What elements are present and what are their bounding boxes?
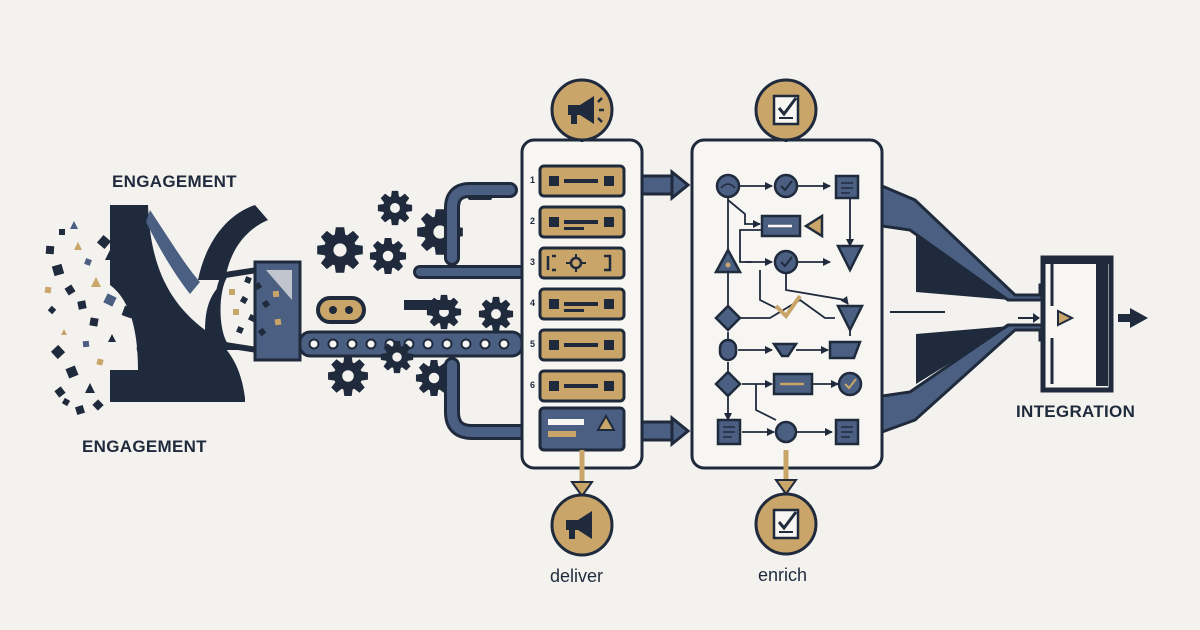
label-engagement-bottom: ENGAGEMENT: [82, 437, 207, 456]
integration-output: [1018, 255, 1148, 393]
stage-number: 6: [530, 380, 535, 390]
particle: [244, 276, 252, 284]
particle: [96, 234, 112, 250]
particle: [77, 300, 87, 310]
particle: [59, 229, 65, 235]
particle: [61, 397, 71, 407]
particle: [45, 245, 55, 255]
particle: [75, 405, 85, 415]
label-integration: INTEGRATION: [1016, 402, 1136, 421]
gear-icon: [407, 199, 473, 265]
particle: [50, 344, 66, 360]
stage-card: 4: [530, 287, 626, 321]
particle: [85, 383, 95, 393]
connector-pipes: [404, 182, 529, 440]
stage-number: 4: [530, 298, 535, 308]
particle: [47, 305, 57, 315]
tube-particles: [229, 276, 282, 337]
enrich-badge-top: [754, 78, 818, 142]
particle: [61, 329, 67, 335]
particle: [92, 399, 104, 411]
particle: [64, 284, 76, 296]
conveyor-roller: [422, 338, 434, 350]
particle: [236, 326, 244, 334]
conveyor-roller: [498, 338, 510, 350]
particle: [82, 340, 90, 348]
conveyor-roller: [327, 338, 339, 350]
stage-card: 1: [530, 164, 626, 198]
stage-number: 1: [530, 175, 535, 185]
particle: [74, 242, 82, 250]
stage-card: 2: [530, 205, 626, 239]
gear-icon: [419, 287, 469, 337]
stage-number: 5: [530, 339, 535, 349]
particle: [247, 313, 257, 323]
particle: [239, 295, 249, 305]
enrich-badge-bottom: [754, 450, 818, 556]
label-engagement-top: ENGAGEMENT: [112, 172, 237, 191]
particle: [65, 365, 79, 379]
megaphone-icon: [568, 96, 604, 124]
conveyor-roller: [479, 338, 491, 350]
gear-icon: [370, 183, 420, 233]
conveyor-roller: [365, 338, 377, 350]
conveyor: [298, 296, 524, 358]
particle: [261, 299, 271, 309]
particle: [229, 289, 235, 295]
particle: [89, 317, 99, 327]
panel-connectors: [640, 168, 691, 448]
particle: [96, 358, 104, 366]
particle: [51, 263, 65, 277]
megaphone-icon: [566, 511, 592, 539]
stage-card: 6: [530, 369, 626, 403]
particle: [272, 290, 280, 298]
gear-cluster: [307, 183, 521, 405]
intake-tube: [214, 260, 302, 362]
conveyor-roller: [460, 338, 472, 350]
particle: [54, 386, 66, 398]
particle: [253, 281, 263, 291]
particle: [103, 293, 117, 307]
label-enrich: enrich: [758, 565, 808, 585]
gear-icon: [307, 217, 373, 283]
checklist-icon: [772, 94, 800, 126]
checklist-icon: [772, 508, 800, 540]
particle: [232, 308, 240, 316]
label-deliver: deliver: [550, 566, 604, 586]
arrow-right-icon: [1118, 308, 1148, 328]
particle: [91, 277, 101, 287]
conveyor-roller: [308, 338, 320, 350]
particle: [274, 318, 282, 326]
particle: [84, 258, 92, 266]
stage-number: 3: [530, 257, 535, 267]
deliver-badge-bottom: [550, 450, 614, 557]
conveyor-roller: [441, 338, 453, 350]
particle: [44, 286, 52, 294]
flowchart-panel: [690, 138, 884, 470]
deliver-badge-top: [550, 78, 614, 142]
particle: [70, 221, 78, 229]
stage-number: 2: [530, 216, 535, 226]
particle: [257, 327, 267, 337]
particle: [108, 334, 116, 342]
stage-card: 5: [530, 328, 626, 362]
stage-card: 3: [530, 246, 626, 280]
gear-icon: [362, 230, 414, 282]
stage-panel: 1 2 3 4 5 6: [520, 138, 644, 470]
conveyor-roller: [346, 338, 358, 350]
